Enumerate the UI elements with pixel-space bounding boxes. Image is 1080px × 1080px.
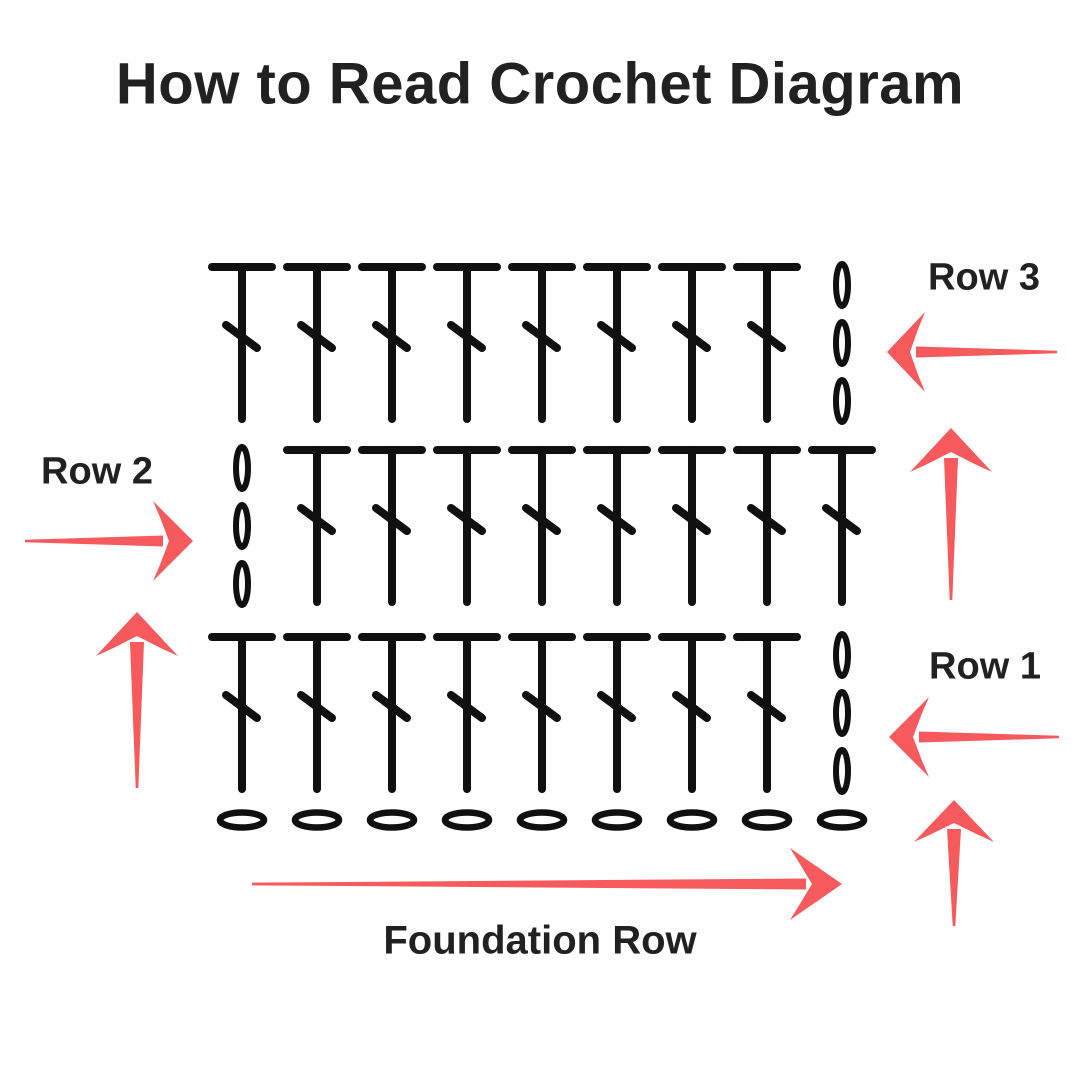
double-crochet-symbol <box>733 633 801 793</box>
label-row-3: Row 3 <box>928 256 1040 299</box>
row-2-arrow-head <box>153 501 193 581</box>
double-crochet-symbol <box>208 263 276 423</box>
double-crochet-symbol <box>208 633 276 793</box>
double-crochet-symbol <box>508 633 576 793</box>
chain-stitch-symbol <box>833 377 851 425</box>
double-crochet-symbol <box>658 446 726 606</box>
page-title: How to Read Crochet Diagram <box>115 51 965 117</box>
foundation-arrow-tail <box>252 878 806 890</box>
double-crochet-symbol <box>583 263 651 423</box>
chain-stitch-symbol <box>441 809 493 831</box>
chain-stitch-symbol <box>366 809 418 831</box>
row-2-arrow <box>25 501 193 581</box>
label-row-1: Row 1 <box>929 645 1041 688</box>
up-arrow-bottom-right <box>914 800 994 926</box>
double-crochet-symbol <box>433 633 501 793</box>
chain-stitch-symbol <box>216 809 268 831</box>
chain-stitch-symbol <box>291 809 343 831</box>
row-3-arrow-head <box>887 312 925 392</box>
double-crochet-symbol <box>358 446 426 606</box>
row-2-arrow-tail <box>25 535 163 547</box>
double-crochet-symbol <box>733 263 801 423</box>
double-crochet-symbol <box>583 446 651 606</box>
chain-stitch-symbol <box>741 809 793 831</box>
label-foundation-row: Foundation Row <box>383 918 697 963</box>
up-arrow-bottom-right-tail <box>947 829 961 926</box>
row-2-stitches <box>233 444 876 608</box>
chain-stitch-symbol <box>233 444 251 492</box>
chain-stitch-symbol <box>833 261 851 309</box>
double-crochet-symbol <box>358 263 426 423</box>
up-arrow-middle-right <box>910 428 992 600</box>
row-1-arrow-tail <box>919 731 1059 743</box>
foundation-row-stitches <box>216 809 868 831</box>
chain-stitch-symbol <box>233 560 251 608</box>
chain-stitch-symbol <box>833 747 851 795</box>
row-3-arrow <box>887 312 1057 392</box>
up-arrow-bottom-right-head <box>914 800 994 842</box>
chain-stitch-symbol <box>833 631 851 679</box>
chain-stitch-symbol <box>591 809 643 831</box>
chain-stitch-symbol <box>233 502 251 550</box>
double-crochet-symbol <box>733 446 801 606</box>
double-crochet-symbol <box>508 263 576 423</box>
double-crochet-symbol <box>658 633 726 793</box>
row-1-arrow <box>889 697 1059 777</box>
double-crochet-symbol <box>283 263 351 423</box>
double-crochet-symbol <box>358 633 426 793</box>
chain-stitch-symbol <box>833 319 851 367</box>
row-3-arrow-tail <box>916 346 1057 358</box>
chain-stitch-symbol <box>516 809 568 831</box>
double-crochet-symbol <box>283 446 351 606</box>
label-row-2: Row 2 <box>41 450 153 493</box>
foundation-arrow-head <box>790 848 842 920</box>
up-arrow-left-head <box>96 612 178 656</box>
foundation-arrow <box>252 848 842 920</box>
chain-stitch-symbol <box>833 689 851 737</box>
double-crochet-symbol <box>583 633 651 793</box>
double-crochet-symbol <box>433 263 501 423</box>
row-1-arrow-head <box>889 697 929 777</box>
chain-stitch-symbol <box>666 809 718 831</box>
up-arrow-left-tail <box>130 642 144 788</box>
up-arrow-left <box>96 612 178 788</box>
chain-stitch-symbol <box>816 809 868 831</box>
row-3-stitches <box>208 261 851 425</box>
row-1-stitches <box>208 631 851 795</box>
double-crochet-symbol <box>283 633 351 793</box>
double-crochet-symbol <box>433 446 501 606</box>
double-crochet-symbol <box>808 446 876 606</box>
up-arrow-middle-right-head <box>910 428 992 472</box>
double-crochet-symbol <box>508 446 576 606</box>
up-arrow-middle-right-tail <box>944 458 958 600</box>
double-crochet-symbol <box>658 263 726 423</box>
